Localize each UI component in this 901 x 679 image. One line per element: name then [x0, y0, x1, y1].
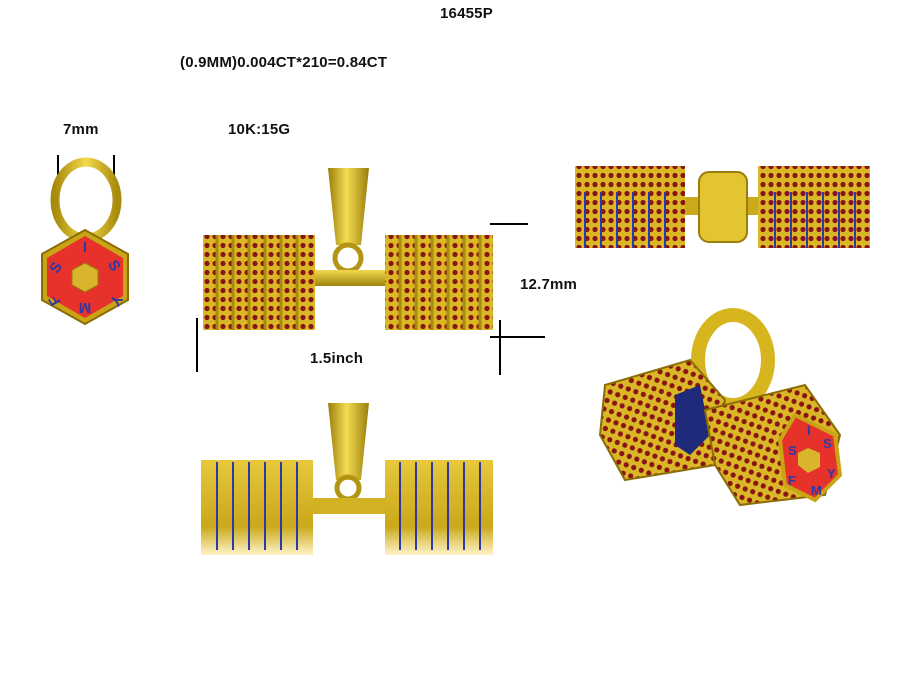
side-view-hexagon-pendant: I S Y M F S	[41, 157, 129, 326]
bail-width-label: 7mm	[63, 121, 99, 138]
height-label: 12.7mm	[520, 276, 578, 293]
stone-spec: (0.9MM)0.004CT*210=0.84CT	[180, 54, 388, 71]
front-view-pendant	[203, 168, 493, 330]
perspective-letter-5: F	[788, 473, 796, 488]
perspective-view-pendant: I S Y M F S	[598, 308, 843, 507]
perspective-letter-6: S	[788, 443, 797, 458]
perspective-letter-4: M	[811, 483, 822, 498]
product-code: 16455P	[440, 5, 493, 22]
length-label: 1.5inch	[310, 350, 364, 367]
perspective-letter-1: I	[807, 423, 811, 438]
perspective-letter-2: S	[823, 436, 832, 451]
engraved-letter-4: M	[79, 299, 92, 316]
engraved-letter-1: I	[83, 239, 87, 256]
metal-weight: 10K:15G	[228, 121, 291, 138]
perspective-letter-3: Y	[827, 466, 836, 481]
top-view-pendant	[575, 166, 870, 248]
back-view-pendant	[201, 403, 493, 555]
